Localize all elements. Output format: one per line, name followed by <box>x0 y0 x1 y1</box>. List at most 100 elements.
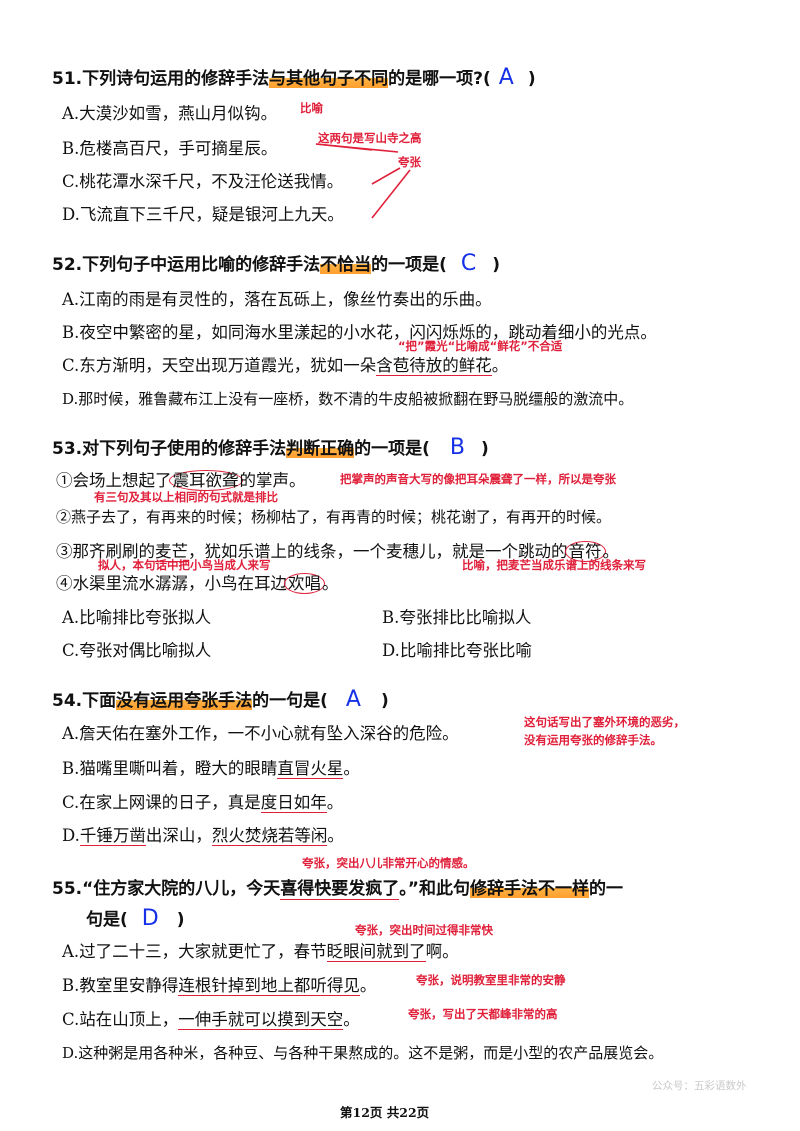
q53-b-3: 比喻 <box>465 608 499 627</box>
q54-d-post: 。 <box>327 826 344 845</box>
q51-option-c: C.桃花潭水深千尺，不及汪伦送我情。 <box>62 172 344 191</box>
q53-sentence-4: ④水渠里流水潺潺，小鸟在耳边欢唱。 <box>56 570 339 594</box>
q51-note-bc: 这两句是写山寺之高 <box>318 131 422 145</box>
q52-stem: 52.下列句子中运用比喻的修辞手法不恰当的一项是(C) <box>52 250 500 276</box>
q55-c-pre: C.站在山顶上， <box>62 1010 179 1029</box>
q55-b-underline: 连根针掉到地上都听得见 <box>178 976 360 996</box>
q53-note-parallel: 有三句及其以上相同的句式就是排比 <box>94 490 278 504</box>
q54-highlight: 没有运用夸张手法 <box>116 691 253 711</box>
q53-choice-b: B.夸张排比比喻拟人 <box>382 604 531 628</box>
q53-s1-post: 的掌声。 <box>239 471 306 490</box>
q55-c-post: 。 <box>343 1010 360 1029</box>
q51-highlight: 与其他句子不同 <box>269 69 389 89</box>
q52-close: ) <box>492 255 501 275</box>
q51-line-exag-to-c <box>371 167 401 185</box>
q55-note-stem: 夸张，突出八儿非常开心的情感。 <box>302 856 475 870</box>
q55-b-post: 。 <box>359 976 377 995</box>
q54-option-c: C.在家上网课的日子，真是度日如年。 <box>62 789 343 813</box>
q51-option-d: D.飞流直下三千尺，疑是银河上九天。 <box>62 205 344 224</box>
q53-s3-post: 。 <box>602 542 620 561</box>
q54-d-underline-1: 千锤万凿 <box>79 826 146 846</box>
watermark: 公众号：五彩语数外 <box>652 1080 747 1092</box>
q52-stem-post: 的一项是( <box>371 255 447 275</box>
q53-b-1: B.夸张 <box>382 608 433 627</box>
q53-d-3: 夸张 <box>465 641 499 660</box>
q53-d-4: 比喻 <box>498 641 532 660</box>
q55-a-pre: A.过了二十三，大家就更忙了，春节 <box>62 942 327 961</box>
q53-s4-pre: ④水渠里流水潺潺，小鸟在耳边 <box>56 574 287 593</box>
q54-option-b: B.猫嘴里嘶叫着，瞪大的眼睛直冒火星。 <box>62 755 360 779</box>
q52-note-c: “把”霞光“比喻成“鲜花”不合适 <box>398 339 563 353</box>
q52-option-d: D.那时候，雅鲁藏布江上没有一座桥，数不清的牛皮船被掀翻在野马脱缰般的激流中。 <box>62 390 634 408</box>
q55-a-underline: 眨眼间就到了 <box>326 942 426 962</box>
q53-choice-c: C.夸张对偶比喻拟人 <box>62 637 211 661</box>
q51-stem: 51.下列诗句运用的修辞手法与其他句子不同的是哪一项?(A) <box>52 64 536 90</box>
q54-stem: 54.下面没有运用夸张手法的一句是(A) <box>52 686 389 712</box>
q55-l1-mid: 。”和此句 <box>399 879 470 899</box>
q54-d-mid: 出深山， <box>145 826 212 845</box>
q54-option-d: D.千锤万凿出深山，烈火焚烧若等闲。 <box>62 822 344 846</box>
q52-option-b: B.夜空中繁密的星，如同海水里漾起的小水花，闪闪烁烁的，跳动着细小的光点。 <box>62 323 657 342</box>
q51-note-exag: 夸张 <box>398 155 421 169</box>
q53-sentence-3: ③那齐刷刷的麦芒，犹如乐谱上的线条，一个麦穗儿，就是一个跳动的音符。 <box>56 538 619 562</box>
q53-sentence-1: ①会场上想起了震耳欲聋的掌声。 <box>56 467 306 491</box>
q53-note-3: 比喻，把麦芒当成乐谱上的线条来写 <box>462 558 646 572</box>
q55-note-c: 夸张，写出了天都峰非常的高 <box>408 1007 558 1021</box>
q53-a-1: A.比喻 <box>62 608 113 627</box>
q53-d-1: D.比喻 <box>382 641 433 660</box>
q53-a-2: 排比 <box>112 608 146 627</box>
q51-line-exag-to-d <box>371 169 411 219</box>
q52-c-post: 。 <box>491 356 509 375</box>
q55-l2-text: 句是( <box>86 910 128 930</box>
q55-stem-line1: 55.“住方家大院的八儿，今天喜得快要发疯了。”和此句修辞手法不一样的一 <box>52 874 623 900</box>
q53-b-2: 排比 <box>432 608 466 627</box>
q53-highlight: 判断正确 <box>286 439 355 459</box>
q53-choice-a: A.比喻排比夸张拟人 <box>62 604 211 628</box>
q55-note-b: 夸张，说明教室里非常的安静 <box>416 973 566 987</box>
q53-s1-circled: 震耳欲聋 <box>168 470 243 491</box>
q52-option-c: C.东方渐明，天空出现万道霞光，犹如一朵含苞待放的鲜花。 <box>62 352 508 376</box>
q54-stem-pre: 54.下面 <box>52 691 117 711</box>
q53-c-3: 比喻 <box>145 641 179 660</box>
q54-b-post: 。 <box>343 759 360 778</box>
q51-close: ) <box>527 69 536 89</box>
q52-highlight: 不恰当 <box>320 255 372 275</box>
q53-s1-pre: ①会场上想起了 <box>56 471 172 490</box>
q51-stem-pre: 51.下列诗句运用的修辞手法 <box>52 69 270 89</box>
q54-c-post: 。 <box>326 793 344 812</box>
q54-note-a-line1: 这句话写出了塞外环境的恶劣， <box>524 715 685 729</box>
q53-s3-mid: ，犹如乐谱上的线条，一个麦穗儿，就是一个跳动的 <box>188 542 568 561</box>
q53-c-4: 拟人 <box>178 641 212 660</box>
q53-answer: B <box>449 435 465 460</box>
q53-stem-pre: 53.对下列句子使用的修辞手法 <box>52 439 287 459</box>
q51-option-a: A.大漠沙如雪，燕山月似钩。 <box>62 104 278 123</box>
q55-l1-post: 的一 <box>588 879 623 899</box>
q55-l1-pre: 55.“住方家大院的八儿，今天 <box>52 879 281 899</box>
q53-c-2: 对偶 <box>112 641 146 660</box>
q53-note-1: 把掌声的声音大写的像把耳朵震聋了一样，所以是夸张 <box>340 472 616 486</box>
q51-option-b: B.危楼高百尺，手可摘星辰。 <box>62 139 278 158</box>
q54-d-underline-2: 烈火焚烧若等闲 <box>211 826 328 846</box>
q55-stem-line2: 句是( D) <box>86 905 185 931</box>
q55-option-d: D.这种粥是用各种米，各种豆、与各种干果熬成的。这不是粥，而是小型的农产品展览会… <box>62 1044 664 1062</box>
q54-close: ) <box>380 691 389 711</box>
q53-s3-pre: ③那齐刷刷的 <box>56 542 155 561</box>
q54-c-pre: C.在家上网课的日子，真是 <box>62 793 261 812</box>
q53-s3-underline: 麦芒 <box>155 542 188 562</box>
q53-a-3: 夸张 <box>145 608 179 627</box>
q53-b-4: 拟人 <box>498 608 532 627</box>
q52-c-pre: C.东方渐明，天空出现万道霞光，犹如一朵 <box>62 356 377 375</box>
q55-close: ) <box>176 910 185 930</box>
q55-c-underline: 一伸手就可以摸到天空 <box>178 1010 344 1030</box>
q53-c-1: C.夸张 <box>62 641 113 660</box>
q55-answer: D <box>141 906 159 931</box>
q51-answer: A <box>498 65 514 90</box>
q53-note-personification: 拟人，本句话中把小鸟当成人来写 <box>98 558 271 572</box>
q53-d-2: 排比 <box>432 641 466 660</box>
q55-option-c: C.站在山顶上，一伸手就可以摸到天空。 <box>62 1006 360 1030</box>
q52-answer: C <box>460 251 477 276</box>
q52-c-underline: 含苞待放的鲜花 <box>376 356 492 376</box>
q55-a-post: 啊。 <box>425 942 459 961</box>
q55-option-a: A.过了二十三，大家就更忙了，春节眨眼间就到了啊。 <box>62 938 459 962</box>
q53-stem: 53.对下列句子使用的修辞手法判断正确的一项是(B) <box>52 434 489 460</box>
